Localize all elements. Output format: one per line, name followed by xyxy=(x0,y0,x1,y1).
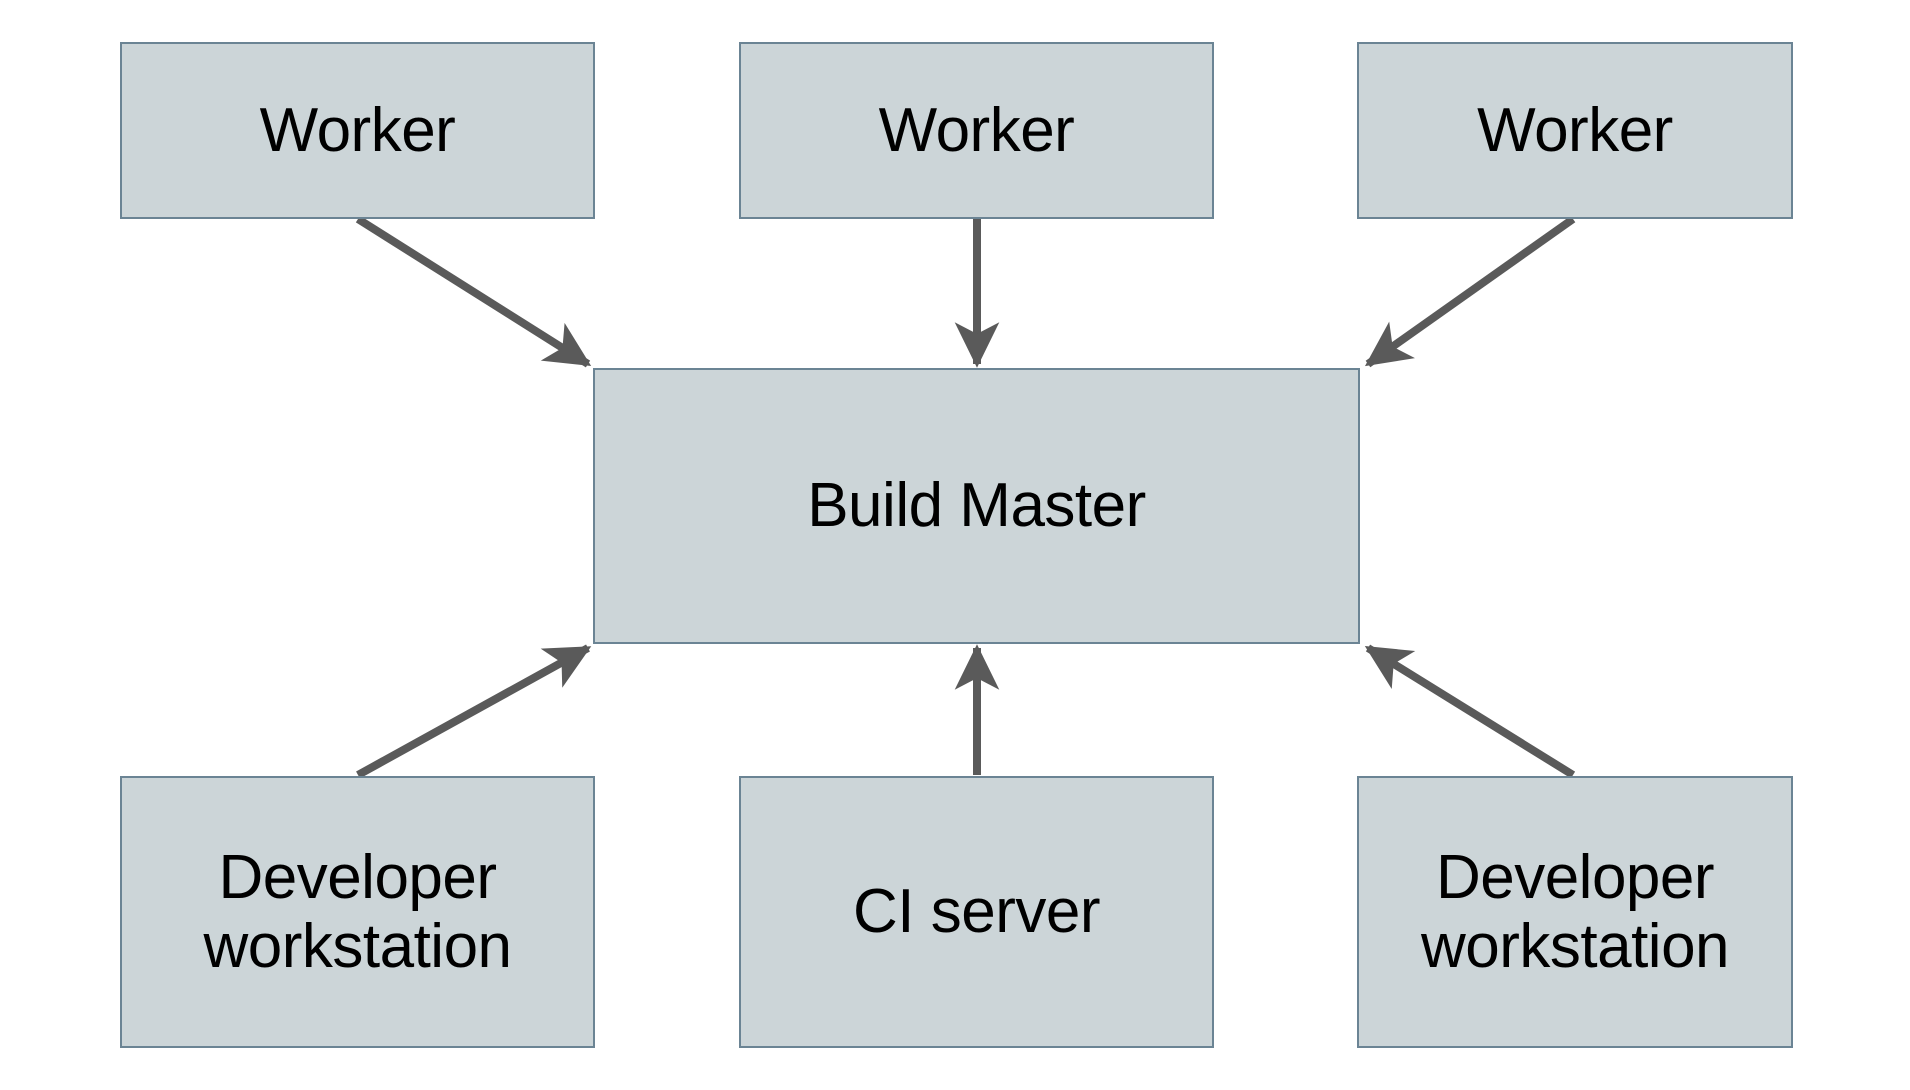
node-worker-1[interactable]: Worker xyxy=(120,42,595,219)
node-ci-server[interactable]: CI server xyxy=(739,776,1214,1048)
node-build-master-label: Build Master xyxy=(807,471,1146,541)
node-developer-workstation-left-label: Developer workstation xyxy=(203,842,512,981)
node-developer-workstation-right[interactable]: Developer workstation xyxy=(1357,776,1793,1048)
edge-devright-to-master xyxy=(1364,644,1576,779)
node-developer-workstation-left[interactable]: Developer workstation xyxy=(120,776,595,1048)
node-worker-3-label: Worker xyxy=(1477,95,1673,165)
edge-worker3-to-master xyxy=(1364,215,1576,368)
node-worker-3[interactable]: Worker xyxy=(1357,42,1793,219)
node-ci-server-label: CI server xyxy=(853,877,1100,947)
edge-devleft-to-master xyxy=(356,644,592,779)
node-developer-workstation-right-label: Developer workstation xyxy=(1420,842,1730,981)
node-worker-2-label: Worker xyxy=(878,95,1075,165)
node-worker-2[interactable]: Worker xyxy=(739,42,1214,219)
edge-worker1-to-master xyxy=(355,215,592,368)
node-build-master[interactable]: Build Master xyxy=(593,368,1360,644)
node-worker-1-label: Worker xyxy=(259,95,456,165)
